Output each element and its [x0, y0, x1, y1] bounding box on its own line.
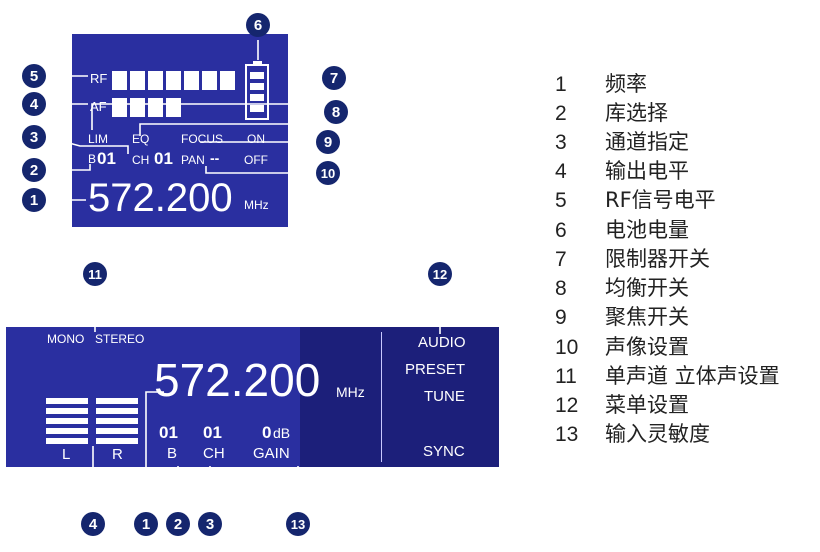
menu-item-sync[interactable]: SYNC [423, 443, 465, 460]
callout-4-bottom: 4 [81, 512, 105, 536]
callout-5: 5 [22, 64, 46, 88]
bank-value-main: 01 [159, 423, 178, 442]
frequency-unit-main: MHz [336, 384, 365, 400]
callout-12: 12 [428, 262, 452, 286]
rf-level-segment [130, 71, 145, 90]
menu-panel-background [300, 327, 499, 467]
gain-label: GAIN [253, 445, 290, 462]
frequency-readout: 572.200 [88, 176, 233, 220]
focus-indicator: FOCUS [181, 132, 223, 146]
callout-1-top: 1 [22, 188, 46, 212]
callout-2: 2 [22, 158, 46, 182]
mono-indicator: MONO [47, 332, 85, 346]
af-label: AF [90, 99, 107, 114]
rf-level-segment [184, 71, 199, 90]
gain-unit: dB [273, 425, 291, 441]
menu-item-preset[interactable]: PRESET [405, 361, 466, 378]
bank-value: 01 [97, 149, 116, 168]
battery-icon [245, 61, 269, 120]
callout-3-bottom: 3 [198, 512, 222, 536]
gain-value: 0 [262, 423, 272, 442]
rf-level-segment [148, 71, 163, 90]
callout-7: 7 [322, 66, 346, 90]
menu-item-tune[interactable]: TUNE [424, 388, 465, 405]
bank-prefix: B [88, 152, 97, 166]
callout-1-bottom: 1 [134, 512, 158, 536]
callout-4: 4 [22, 92, 46, 116]
af-level-segment [112, 98, 127, 117]
rf-level-segment [112, 71, 127, 90]
channel-value-main: 01 [203, 423, 222, 442]
frequency-readout-main: 572.200 [154, 354, 321, 406]
lim-indicator: LIM [88, 132, 109, 146]
bank-label-main: B [167, 445, 178, 462]
frequency-unit: MHz [244, 198, 269, 212]
channel-prefix: CH [132, 153, 150, 167]
menu-divider [381, 332, 382, 462]
callout-11: 11 [83, 262, 107, 286]
focus-off-state: OFF [244, 153, 268, 167]
left-channel-label: L [62, 446, 71, 463]
right-channel-label: R [112, 446, 123, 463]
rf-level-segment [202, 71, 217, 90]
pan-label: PAN [181, 153, 205, 167]
callout-9: 9 [316, 130, 340, 154]
callout-8: 8 [324, 100, 348, 124]
af-level-segment [148, 98, 163, 117]
pan-value: -- [210, 150, 220, 166]
stereo-indicator: STEREO [95, 332, 145, 346]
callout-13: 13 [286, 512, 310, 536]
callout-6: 6 [246, 13, 270, 37]
af-level-segment [166, 98, 181, 117]
channel-value: 01 [154, 149, 173, 168]
af-level-segment [130, 98, 145, 117]
callout-3: 3 [22, 125, 46, 149]
callout-2-bottom: 2 [166, 512, 190, 536]
callout-10: 10 [316, 161, 340, 185]
channel-label-main: CH [203, 445, 225, 462]
focus-on-state: ON [247, 132, 265, 146]
rf-level-segment [166, 71, 181, 90]
menu-item-audio[interactable]: AUDIO [418, 334, 466, 351]
rf-level-segment [220, 71, 235, 90]
eq-indicator: EQ [132, 132, 150, 146]
rf-label: RF [90, 71, 108, 86]
